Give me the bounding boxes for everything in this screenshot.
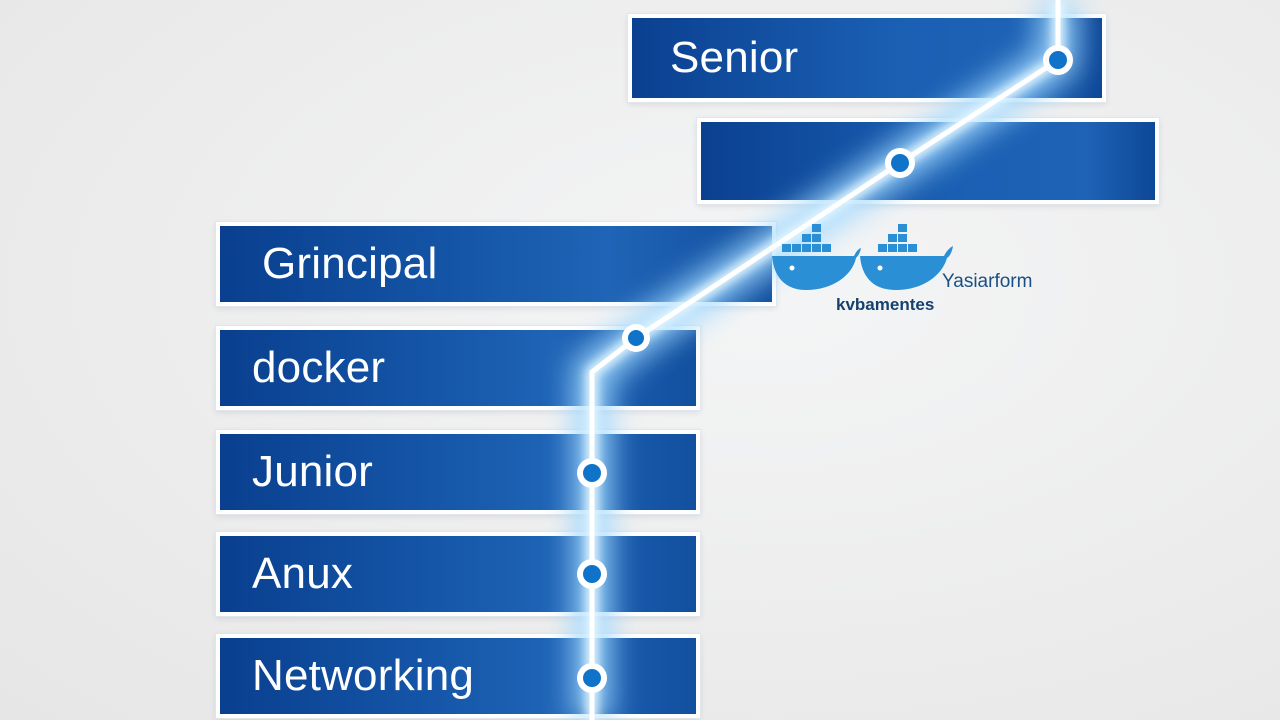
level-bar-junior: Junior	[216, 430, 700, 514]
terraform-logo-text: Yasiarform	[942, 271, 1033, 292]
level-bar-senior: Senior	[628, 14, 1106, 102]
level-label-docker: docker	[252, 343, 386, 392]
level-bar-networking: Networking	[216, 634, 700, 718]
docker-whale-icon	[772, 224, 861, 290]
level-label-senior: Senior	[670, 33, 799, 82]
level-bar-docker: docker	[216, 326, 700, 410]
level-label-junior: Junior	[252, 447, 374, 496]
level-label-principal: Grincipal	[262, 239, 438, 288]
level-label-anux: Anux	[252, 549, 354, 598]
level-bar-principal: Grincipal	[216, 222, 776, 306]
kubernetes-logo-text: kvbamentes	[836, 295, 935, 314]
docker-whale-icon	[860, 224, 953, 290]
level-bar-anux: Anux	[216, 532, 700, 616]
level-bar-unlabeled	[697, 118, 1159, 204]
level-label-networking: Networking	[252, 651, 475, 700]
